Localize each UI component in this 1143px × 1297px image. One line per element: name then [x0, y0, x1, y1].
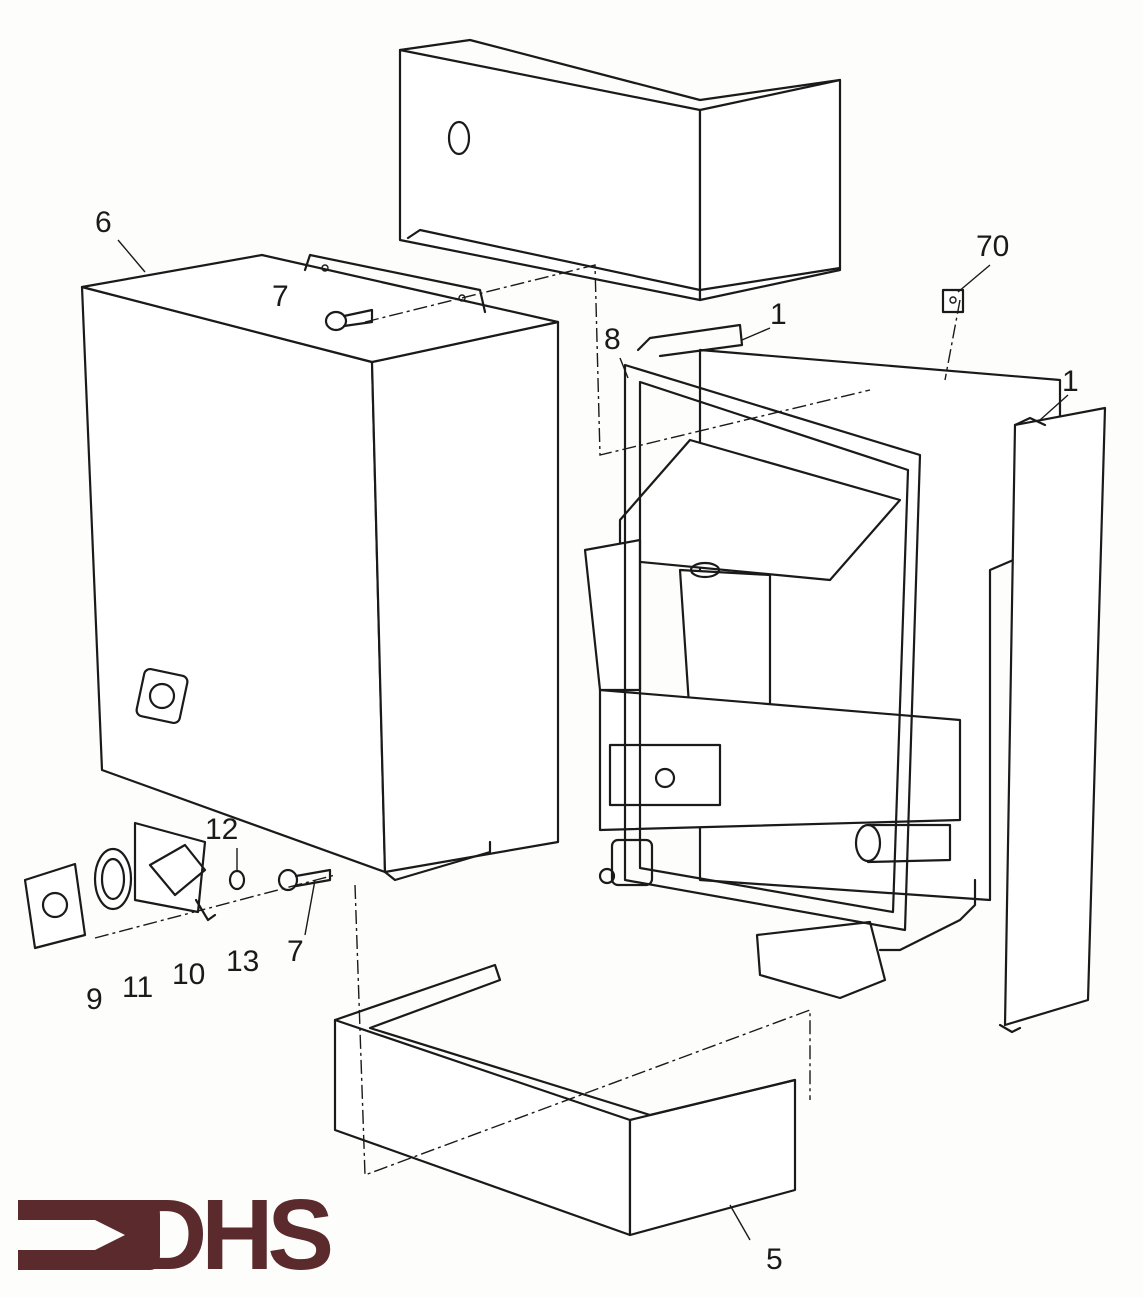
label-5: 5 [766, 1243, 783, 1276]
side-bracket [636, 323, 744, 358]
dhs-logo-text: DHS [135, 1179, 334, 1291]
label-1-right: 1 [1062, 365, 1079, 398]
label-8: 8 [604, 323, 621, 356]
small-parts [23, 821, 332, 950]
side-panel-right [998, 406, 1107, 1034]
label-13: 13 [226, 945, 260, 978]
label-12: 12 [205, 813, 239, 846]
inner-unit [583, 348, 1062, 1000]
label-10: 10 [172, 958, 206, 991]
logo-arrow-mark [18, 1200, 160, 1270]
label-11: 11 [122, 971, 154, 1004]
label-7-top: 7 [272, 280, 289, 313]
screw-top [324, 308, 374, 332]
top-cover [398, 38, 842, 302]
bottom-tray [333, 963, 797, 1237]
label-6: 6 [95, 206, 112, 239]
label-1-left: 1 [770, 298, 787, 331]
front-casing [80, 253, 560, 882]
seal-frame [623, 363, 922, 932]
label-9: 9 [86, 983, 103, 1016]
clip [941, 288, 965, 314]
leader-lines [117, 239, 1069, 1241]
guide-lines [94, 264, 961, 1176]
label-7-bottom: 7 [287, 935, 304, 968]
label-70: 70 [976, 230, 1010, 263]
